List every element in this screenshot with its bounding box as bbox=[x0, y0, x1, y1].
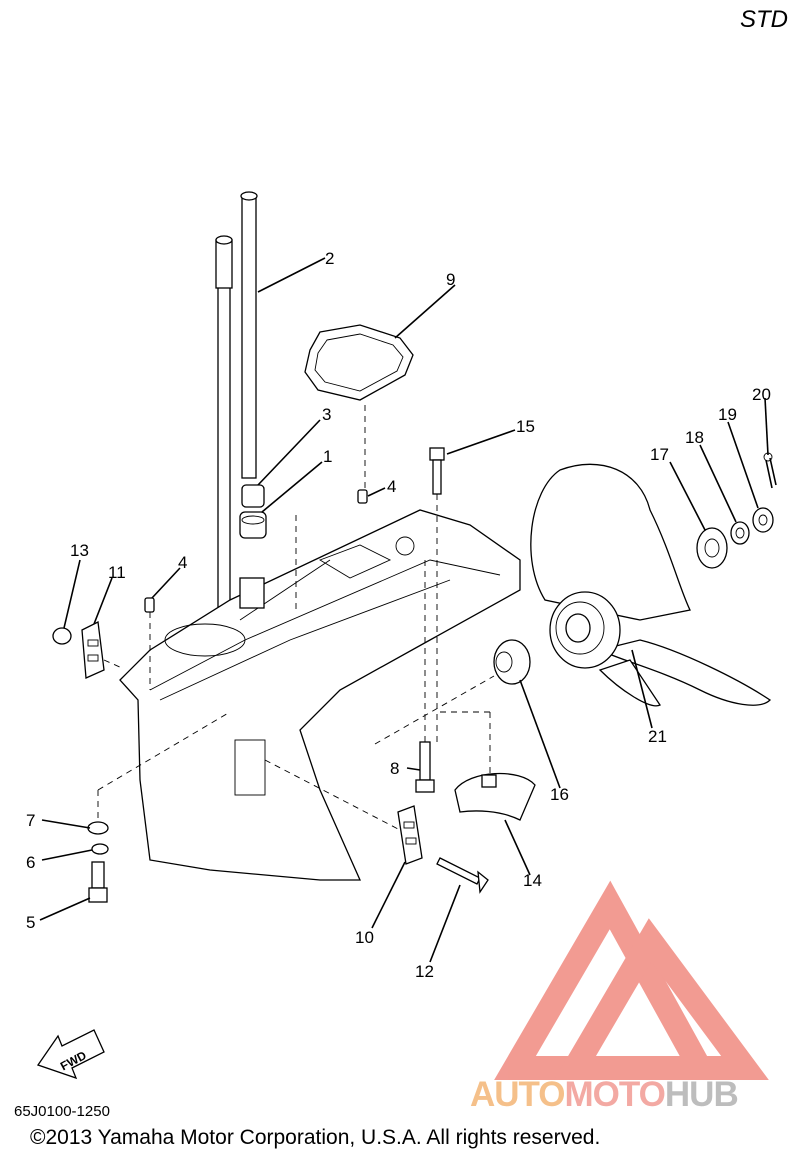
variant-label: STD bbox=[740, 6, 788, 33]
callout-4-left: 4 bbox=[178, 553, 187, 572]
trim-tab-part-14 bbox=[454, 772, 536, 821]
watermark-logo bbox=[494, 880, 769, 1080]
callout-13: 13 bbox=[70, 541, 89, 560]
callout-9: 9 bbox=[446, 270, 455, 289]
watermark-auto: AUTO bbox=[470, 1075, 566, 1114]
assembly-guides bbox=[97, 405, 495, 831]
callout-11: 11 bbox=[108, 563, 126, 582]
lower-case-housing bbox=[119, 509, 521, 881]
seal-part-1 bbox=[239, 511, 267, 539]
lock-washer-part-6 bbox=[91, 843, 109, 855]
nut-part-19 bbox=[752, 507, 774, 533]
bushing-part-3 bbox=[241, 484, 265, 508]
callout-6: 6 bbox=[26, 853, 35, 872]
shift-rod bbox=[215, 235, 233, 611]
callout-17: 17 bbox=[650, 445, 669, 464]
drive-shaft bbox=[240, 191, 258, 479]
watermark-text: AUTOMOTOHUB bbox=[470, 1075, 739, 1115]
spacer-part-17 bbox=[696, 527, 728, 569]
cotter-pin-part-20 bbox=[763, 452, 777, 489]
callout-labels: 1 2 3 4 4 5 6 7 8 9 10 11 12 13 14 15 16… bbox=[26, 249, 771, 981]
gasket-part-9 bbox=[304, 324, 414, 401]
callout-10: 10 bbox=[355, 928, 374, 947]
washer-part-18 bbox=[730, 521, 750, 545]
watermark-hub: HUB bbox=[664, 1075, 739, 1114]
watermark-moto: MOTO bbox=[564, 1075, 666, 1114]
dowel-pin-part-4-upper bbox=[357, 489, 368, 504]
thrust-washer-part-16 bbox=[493, 639, 531, 685]
copyright-notice: ©2013 Yamaha Motor Corporation, U.S.A. A… bbox=[30, 1126, 601, 1149]
callout-15: 15 bbox=[516, 417, 535, 436]
callout-1: 1 bbox=[323, 447, 332, 466]
anode-part-10 bbox=[397, 805, 423, 865]
callout-4-upper: 4 bbox=[387, 477, 396, 496]
callout-16: 16 bbox=[550, 785, 569, 804]
bolt-part-12 bbox=[436, 857, 489, 894]
washer-part-7 bbox=[87, 821, 109, 835]
bolt-part-15 bbox=[429, 447, 445, 495]
anode-part-11 bbox=[81, 621, 105, 679]
propeller-part-21 bbox=[530, 463, 772, 707]
callout-19: 19 bbox=[718, 405, 737, 424]
nut-part-13 bbox=[52, 627, 72, 645]
dowel-pin-part-4-left bbox=[144, 597, 155, 613]
callout-2: 2 bbox=[325, 249, 334, 268]
callout-12: 12 bbox=[415, 962, 434, 981]
callout-3: 3 bbox=[322, 405, 331, 424]
leader-lines bbox=[39, 257, 769, 963]
callout-21: 21 bbox=[648, 727, 667, 746]
bolt-part-8 bbox=[415, 741, 435, 793]
bolt-part-5 bbox=[88, 861, 108, 903]
callout-20: 20 bbox=[752, 385, 771, 404]
callout-14: 14 bbox=[523, 871, 542, 890]
diagram-code: 65J0100-1250 bbox=[14, 1103, 110, 1120]
callout-7: 7 bbox=[26, 811, 35, 830]
callout-18: 18 bbox=[685, 428, 704, 447]
callout-5: 5 bbox=[26, 913, 35, 932]
callout-8: 8 bbox=[390, 759, 399, 778]
forward-arrow-icon: FWD bbox=[36, 1029, 105, 1080]
